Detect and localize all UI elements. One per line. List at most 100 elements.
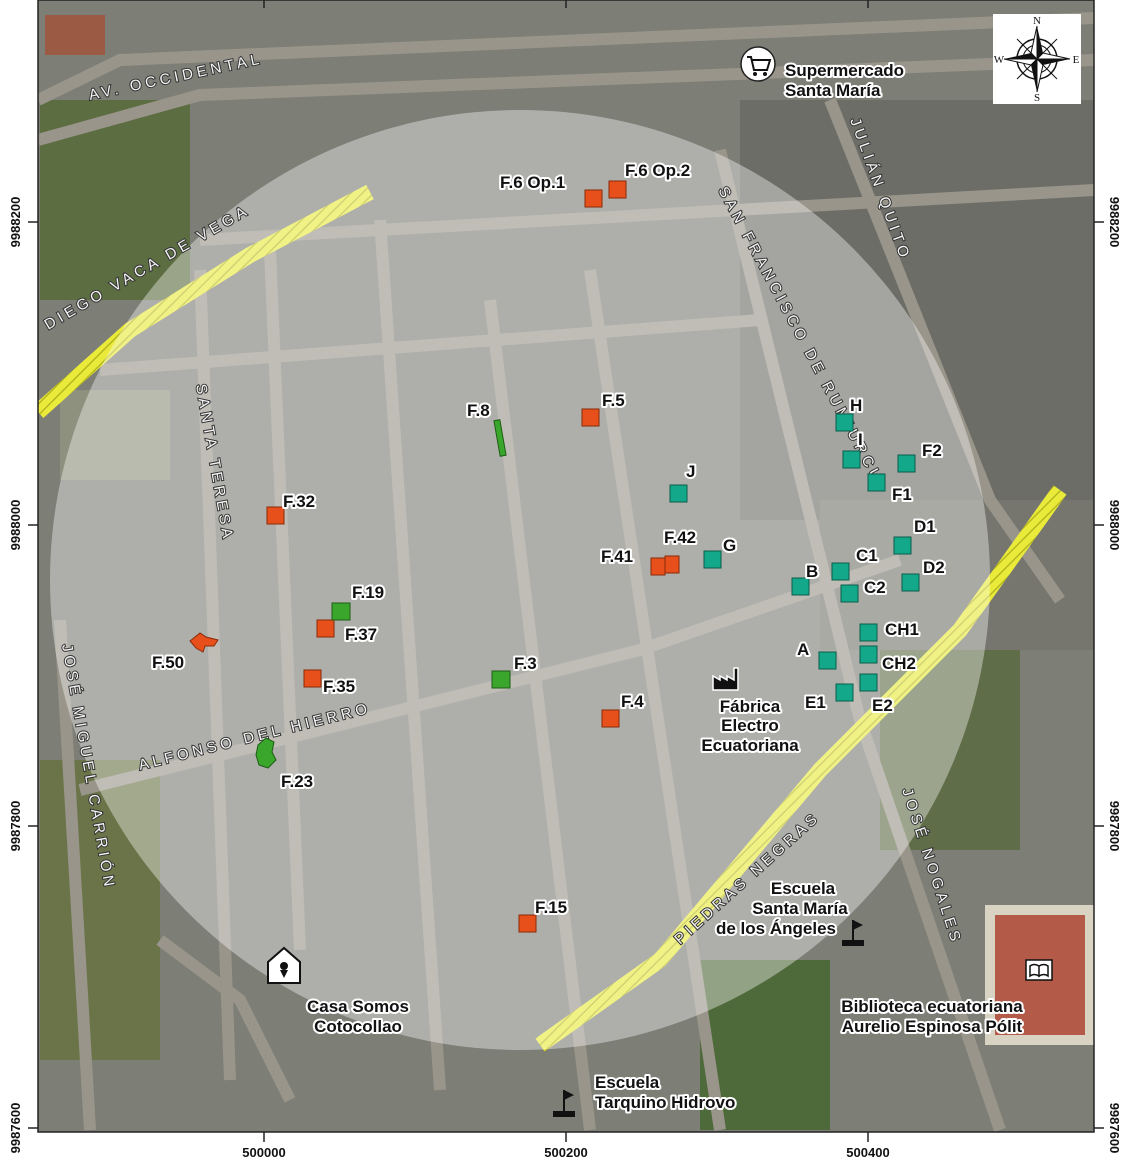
marker-label-f6-op1: F.6 Op.1 [500, 173, 565, 192]
marker-label-i: I [858, 430, 863, 449]
marker-label-f35: F.35 [323, 677, 355, 696]
marker-h[interactable] [835, 413, 854, 432]
marker-label-f50: F.50 [152, 653, 184, 672]
marker-d2[interactable] [901, 573, 920, 592]
marker-label-f41: F.41 [601, 547, 633, 566]
marker-ch2[interactable] [859, 645, 878, 664]
place-label-escuela-santa-maria: Santa María [752, 899, 848, 918]
y-tick-label-right: 9988000 [1107, 500, 1121, 551]
marker-label-f5: F.5 [602, 391, 625, 410]
marker-f32[interactable] [266, 506, 285, 525]
marker-f42[interactable] [664, 555, 680, 574]
marker-label-f19: F.19 [352, 583, 384, 602]
y-tick-label-right: 9988200 [1107, 197, 1121, 248]
marker-label-f15: F.15 [535, 898, 567, 917]
marker-f1[interactable] [867, 473, 886, 492]
axis-ticks [28, 0, 1104, 1142]
marker-label-ch1: CH1 [885, 620, 919, 639]
compass-e-label: E [1073, 54, 1080, 66]
marker-f35[interactable] [303, 669, 322, 688]
book-icon[interactable] [1025, 959, 1053, 981]
marker-f37[interactable] [316, 619, 335, 638]
marker-label-h: H [850, 396, 862, 415]
marker-label-c2: C2 [864, 578, 886, 597]
shopping-cart-icon[interactable] [740, 46, 776, 82]
marker-label-f3: F.3 [514, 654, 537, 673]
teal-marker-group [669, 413, 920, 702]
place-label-casa-somos: Cotocollao [314, 1017, 402, 1036]
marker-label-f42: F.42 [664, 528, 696, 547]
satellite-imagery [38, 0, 1094, 1132]
marker-f8[interactable] [493, 419, 507, 457]
marker-g[interactable] [703, 550, 722, 569]
place-label-casa-somos: Casa Somos [307, 997, 409, 1016]
marker-f19[interactable] [331, 602, 351, 621]
highway-band-piedras-negras [535, 485, 1067, 1052]
place-label-escuela-tarquino: Tarquino Hidrovo [595, 1093, 735, 1112]
flag-icon[interactable] [842, 920, 864, 946]
marker-label-ch2: CH2 [882, 654, 916, 673]
place-label-fabrica: Ecuatoriana [701, 736, 799, 755]
place-label-supermercado: Supermercado [785, 61, 904, 80]
marker-label-g: G [723, 536, 736, 555]
place-label-escuela-tarquino: Escuela [595, 1073, 660, 1092]
marker-c2[interactable] [840, 584, 859, 603]
compass-s-label: S [1034, 92, 1040, 104]
marker-f4[interactable] [601, 709, 620, 728]
marker-e2[interactable] [859, 673, 878, 692]
y-tick-label-right: 9987800 [1107, 801, 1121, 852]
green-marker-group [255, 419, 511, 769]
marker-label-f23: F.23 [281, 772, 313, 791]
marker-c1[interactable] [831, 562, 850, 581]
marker-label-f4: F.4 [621, 692, 644, 711]
place-label-fabrica: Fábrica [720, 697, 781, 716]
y-tick-label-left: 9988000 [8, 500, 23, 551]
x-tick-label: 500400 [846, 1145, 889, 1160]
flag-icon[interactable] [553, 1090, 575, 1117]
place-label-biblioteca: Biblioteca ecuatoriana [841, 997, 1023, 1016]
x-tick-label: 500000 [242, 1145, 285, 1160]
marker-ch1[interactable] [859, 623, 878, 642]
y-tick-label-left: 9988200 [8, 197, 23, 248]
marker-label-j: J [686, 462, 695, 481]
compass-w-label: W [994, 54, 1005, 66]
compass-rose-icon: N S E W [993, 14, 1081, 104]
highway-band-north [38, 184, 374, 418]
marker-label-e1: E1 [805, 693, 826, 712]
marker-f6-op2[interactable] [608, 180, 627, 199]
place-label-escuela-santa-maria: de los Ángeles [716, 919, 836, 938]
marker-i[interactable] [842, 450, 861, 469]
place-label-biblioteca: Aurelio Espinosa Pólit [842, 1017, 1023, 1036]
marker-j[interactable] [669, 484, 688, 503]
factory-icon[interactable] [712, 667, 739, 691]
marker-label-a: A [797, 640, 809, 659]
marker-label-f37: F.37 [345, 625, 377, 644]
marker-f5[interactable] [581, 408, 600, 427]
marker-label-f32: F.32 [283, 492, 315, 511]
marker-label-c1: C1 [856, 546, 878, 565]
marker-label-f6-op2: F.6 Op.2 [625, 161, 690, 180]
marker-f23[interactable] [255, 737, 277, 769]
marker-label-b: B [806, 562, 818, 581]
x-tick-label: 500200 [544, 1145, 587, 1160]
marker-d1[interactable] [893, 536, 912, 555]
study-area-buffer [50, 110, 990, 1050]
marker-f2[interactable] [897, 454, 916, 473]
y-tick-label-left: 9987800 [8, 801, 23, 852]
marker-f15[interactable] [518, 914, 537, 933]
marker-e1[interactable] [835, 683, 854, 702]
house-icon[interactable] [267, 946, 301, 984]
marker-f6-op1[interactable] [584, 189, 603, 208]
road-network [38, 12, 1094, 1132]
marker-label-f2: F2 [922, 441, 942, 460]
marker-a[interactable] [818, 651, 837, 670]
marker-label-d1: D1 [914, 517, 936, 536]
marker-b[interactable] [791, 577, 810, 596]
marker-f41[interactable] [650, 557, 666, 576]
compass-n-label: N [1033, 15, 1041, 27]
marker-f3[interactable] [491, 670, 511, 689]
place-label-fabrica: Electro [721, 716, 779, 735]
marker-f50[interactable] [189, 632, 219, 653]
y-tick-label-right: 9987600 [1107, 1103, 1121, 1154]
